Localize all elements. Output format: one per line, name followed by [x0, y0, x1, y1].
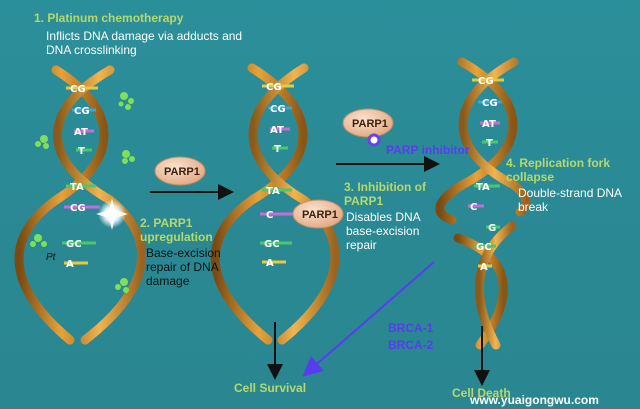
- parp1-label: PARP1: [164, 166, 200, 178]
- pt-label: Pt: [46, 252, 55, 264]
- base-label: T: [78, 146, 85, 157]
- base-label: T: [486, 138, 493, 149]
- parp1-molecule: PARP1: [155, 157, 205, 185]
- base-label: CG: [478, 76, 494, 87]
- base-label: CG: [74, 106, 90, 117]
- base-label: A: [480, 262, 488, 273]
- step3-desc: Disables DNA base-excision repair: [346, 210, 442, 252]
- base-label: C: [266, 210, 273, 221]
- parp1-inhibited-molecule: PARP1: [343, 109, 393, 145]
- base-label: GC: [476, 242, 492, 253]
- step3-title: 3. Inhibition of PARP1: [344, 180, 434, 208]
- parp1-label: PARP1: [302, 209, 338, 221]
- base-label: GC: [66, 239, 82, 250]
- base-label: CG: [70, 203, 86, 214]
- base-label: GC: [264, 239, 280, 250]
- base-label: C: [470, 202, 477, 213]
- base-label: A: [266, 258, 274, 269]
- base-label: CG: [482, 98, 498, 109]
- watermark: www.yuaigongwu.com: [470, 393, 599, 407]
- base-label: CG: [266, 82, 282, 93]
- parp-inhibitor-label: PARP inhibitor: [386, 143, 470, 157]
- parp1-bound-molecule: PARP1: [293, 200, 343, 228]
- step1-title: 1. Platinum chemotherapy: [34, 11, 254, 25]
- base-label: AT: [482, 119, 496, 130]
- cell-survival-label: Cell Survival: [234, 381, 306, 395]
- base-label: CG: [270, 104, 286, 115]
- inhibitor-icon: [369, 135, 379, 145]
- base-label: CG: [70, 84, 86, 95]
- step4-desc: Double-strand DNA break: [518, 186, 622, 214]
- base-label: A: [66, 259, 74, 270]
- step4-title: 4. Replication fork collapse: [506, 156, 622, 184]
- step2-desc: Base-excision repair of DNA damage: [146, 246, 248, 288]
- step1-desc: Inflicts DNA damage via adducts and DNA …: [46, 29, 266, 57]
- base-label: AT: [270, 125, 284, 136]
- base-label: AT: [74, 127, 88, 138]
- brca1-label: BRCA-1: [388, 321, 433, 335]
- base-label: TA: [266, 186, 280, 197]
- base-label: TA: [476, 182, 490, 193]
- base-label: G: [488, 223, 496, 234]
- base-label: T: [274, 144, 281, 155]
- step2-title: 2. PARP1 upregulation: [140, 216, 240, 244]
- base-label: TA: [70, 182, 84, 193]
- parp1-label: PARP1: [352, 118, 388, 130]
- brca2-label: BRCA-2: [388, 338, 433, 352]
